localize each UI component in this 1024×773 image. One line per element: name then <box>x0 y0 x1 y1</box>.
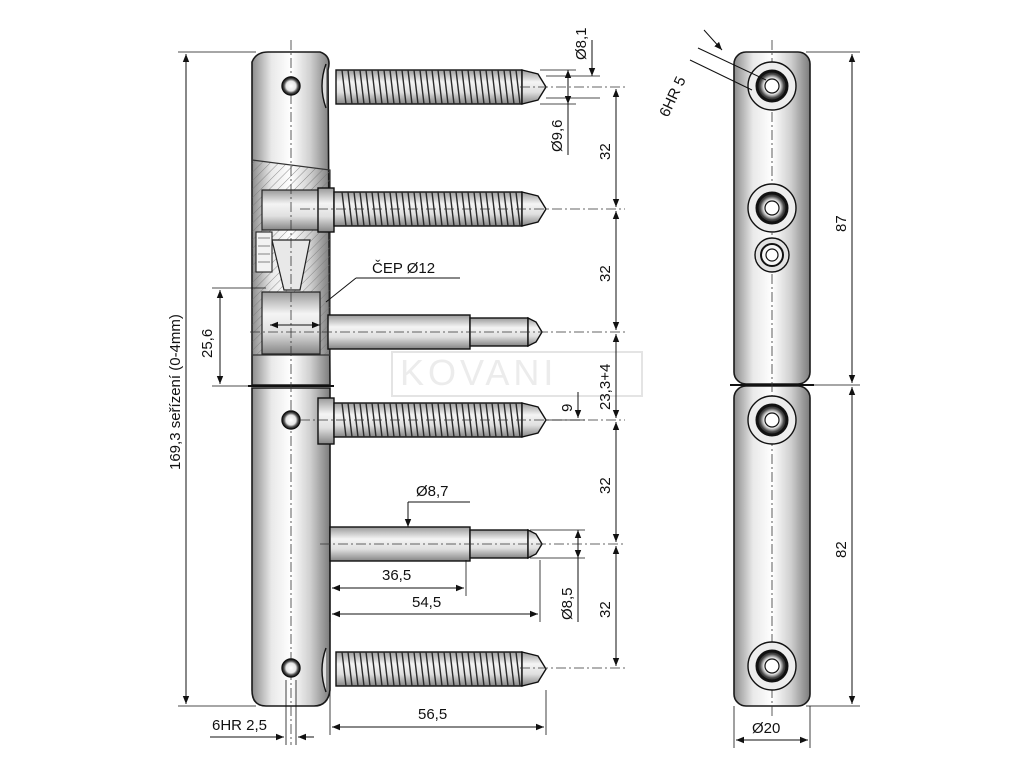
screw-4 <box>317 397 547 445</box>
thread-line <box>359 651 365 687</box>
thread-line <box>485 69 491 105</box>
thread-line <box>461 69 467 105</box>
thread-line <box>473 69 479 105</box>
thread-line <box>419 651 425 687</box>
thread-line <box>413 651 419 687</box>
thread-line <box>461 651 467 687</box>
screw-6 <box>321 647 547 693</box>
right-hole-2 <box>747 183 797 233</box>
thread-line <box>509 651 515 687</box>
thread-line <box>503 69 509 105</box>
thread-line <box>371 69 377 105</box>
dia-8-7-label: Ø8,7 <box>416 483 449 500</box>
thread-line <box>341 651 347 687</box>
screw-2 <box>317 187 547 233</box>
thread-line <box>455 651 461 687</box>
thread-line <box>365 651 371 687</box>
thread-line <box>401 651 407 687</box>
thread-line <box>371 651 377 687</box>
right-hole-3 <box>747 395 797 445</box>
thread-line <box>395 69 401 105</box>
thread-line <box>383 651 389 687</box>
thread-line <box>491 651 497 687</box>
thread-line <box>407 69 413 105</box>
right-hole-4 <box>747 641 797 691</box>
dim-36-5-label: 36,5 <box>382 567 411 584</box>
thread-line <box>443 651 449 687</box>
thread-line <box>437 69 443 105</box>
screw-1 <box>321 63 547 109</box>
thread-line <box>479 651 485 687</box>
dia-8-5-label: Ø8,5 <box>559 587 576 620</box>
overall-height-label: 169,3 seřízení (0-4mm) <box>167 314 184 470</box>
right-hole-1 <box>747 61 797 111</box>
thread-line <box>419 69 425 105</box>
thread-line <box>359 69 365 105</box>
thread-line <box>443 69 449 105</box>
thread-line <box>473 651 479 687</box>
thread-line <box>425 651 431 687</box>
thread-line <box>479 69 485 105</box>
thread-line <box>353 651 359 687</box>
thread-line <box>491 69 497 105</box>
pivot-pin-label: ČEP Ø12 <box>372 260 435 277</box>
thread-line <box>485 651 491 687</box>
right-view <box>730 40 814 718</box>
left-dimensions: 169,3 seřízení (0-4mm) 25,6 32 32 23,3+4… <box>167 27 620 745</box>
thread-line <box>431 651 437 687</box>
thread-line <box>383 69 389 105</box>
thread-line <box>413 69 419 105</box>
thread-line <box>377 69 383 105</box>
thread-line <box>341 69 347 105</box>
dim-23-3-label: 23,3+4 <box>597 364 614 410</box>
pitch-2-label: 32 <box>597 265 614 282</box>
thread-line <box>449 69 455 105</box>
thread-line <box>389 651 395 687</box>
thread-line <box>467 651 473 687</box>
thread-line <box>353 69 359 105</box>
hole-top <box>281 76 301 96</box>
dim-25-6-label: 25,6 <box>199 329 216 358</box>
right-adjust-screw <box>754 237 790 273</box>
thread-line <box>515 69 521 105</box>
thread-line <box>449 651 455 687</box>
thread-line <box>515 651 521 687</box>
thread-line <box>503 651 509 687</box>
dia-9-6-label: Ø9,6 <box>549 119 566 152</box>
watermark: KOVANI <box>391 351 643 397</box>
pitch-3-label: 32 <box>597 477 614 494</box>
thread-line <box>509 69 515 105</box>
hole-bottom <box>281 658 301 678</box>
thread-line <box>437 651 443 687</box>
thread-line <box>407 651 413 687</box>
thread-line <box>347 651 353 687</box>
hex-2-5-label: 6HR 2,5 <box>212 717 267 734</box>
thread-line <box>497 651 503 687</box>
watermark-text: KOVANI <box>400 352 557 393</box>
dim-82-label: 82 <box>833 541 850 558</box>
dia-20-label: Ø20 <box>752 720 780 737</box>
thread-line <box>455 69 461 105</box>
dia-8-1-label: Ø8,1 <box>573 27 590 60</box>
thread-line <box>425 69 431 105</box>
pitch-4-label: 32 <box>597 601 614 618</box>
thread-line <box>497 69 503 105</box>
dim-56-5-label: 56,5 <box>418 706 447 723</box>
thread-line <box>395 651 401 687</box>
dim-87-label: 87 <box>833 215 850 232</box>
pitch-1-label: 32 <box>597 143 614 160</box>
thread-line <box>467 69 473 105</box>
thread-line <box>347 69 353 105</box>
thread-line <box>365 69 371 105</box>
hex-5-label: 6HR 5 <box>656 74 689 120</box>
thread-line <box>389 69 395 105</box>
dim-9-label: 9 <box>559 404 576 412</box>
hole-middle <box>281 410 301 430</box>
dim-54-5-label: 54,5 <box>412 594 441 611</box>
thread-line <box>431 69 437 105</box>
thread-line <box>377 651 383 687</box>
thread-line <box>401 69 407 105</box>
